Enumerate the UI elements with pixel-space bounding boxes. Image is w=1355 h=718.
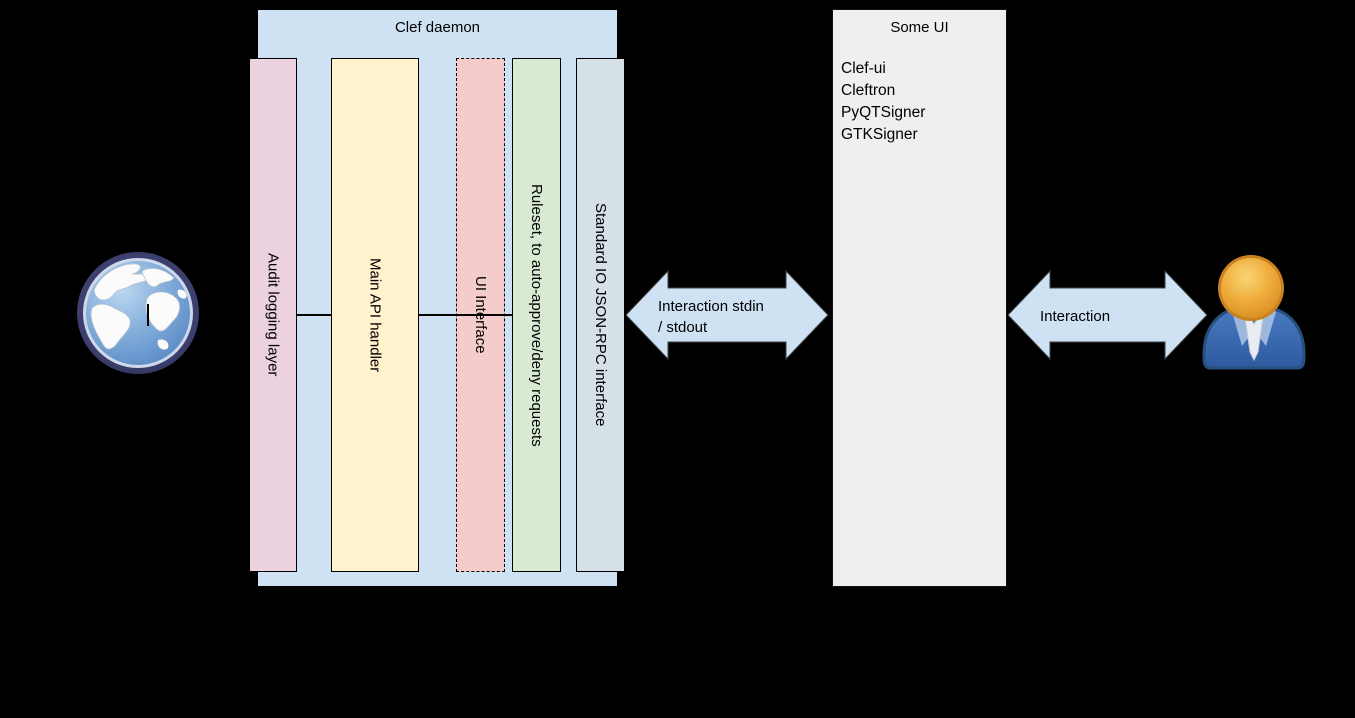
tick-mark: [147, 304, 149, 326]
some-ui-item-clef-ui: Clef-ui: [841, 60, 886, 77]
clef-daemon-box: [257, 9, 618, 587]
globe-icon: [77, 252, 199, 374]
bar-main-api-handler: Main API handler: [331, 58, 419, 572]
person-icon: [1202, 255, 1306, 370]
clef-daemon-title: Clef daemon: [394, 19, 481, 36]
stdin-stdout-arrow: [626, 270, 829, 361]
bar-audit-label: Audit logging layer: [264, 253, 282, 377]
user-interaction-arrow-label: Interaction: [1040, 306, 1110, 327]
bar-audit-logging-layer: Audit logging layer: [249, 58, 297, 572]
bar-main-label: Main API handler: [366, 257, 384, 373]
stdin-stdout-arrow-label-line1: Interaction stdin: [658, 298, 764, 315]
stdin-stdout-arrow-label: Interaction stdin / stdout: [658, 296, 764, 338]
some-ui-box: [832, 9, 1007, 587]
bar-ruleset: Ruleset, to auto-approve/deny requests: [512, 58, 561, 572]
some-ui-item-pyqtsigner: PyQTSigner: [841, 104, 926, 121]
some-ui-title: Some UI: [890, 19, 949, 36]
user-interaction-arrow: [1008, 270, 1208, 361]
bar-ruleset-label: Ruleset, to auto-approve/deny requests: [528, 183, 545, 447]
bar-stdio-jsonrpc-interface: Standard IO JSON-RPC interface: [576, 58, 625, 572]
user-interaction-arrow-label-line1: Interaction: [1040, 308, 1111, 325]
some-ui-item-cleftron: Cleftron: [841, 82, 896, 99]
connector-line-audit-to-main: [297, 314, 331, 316]
some-ui-item-gtksigner: GTKSigner: [841, 126, 918, 143]
bar-stdio-label: Standard IO JSON-RPC interface: [592, 203, 609, 427]
stdin-stdout-arrow-label-line2: / stdout: [658, 319, 708, 336]
some-ui-list: Clef-ui Cleftron PyQTSigner GTKSigner: [841, 58, 1001, 146]
connector-line-main-to-ruleset: [419, 314, 512, 316]
